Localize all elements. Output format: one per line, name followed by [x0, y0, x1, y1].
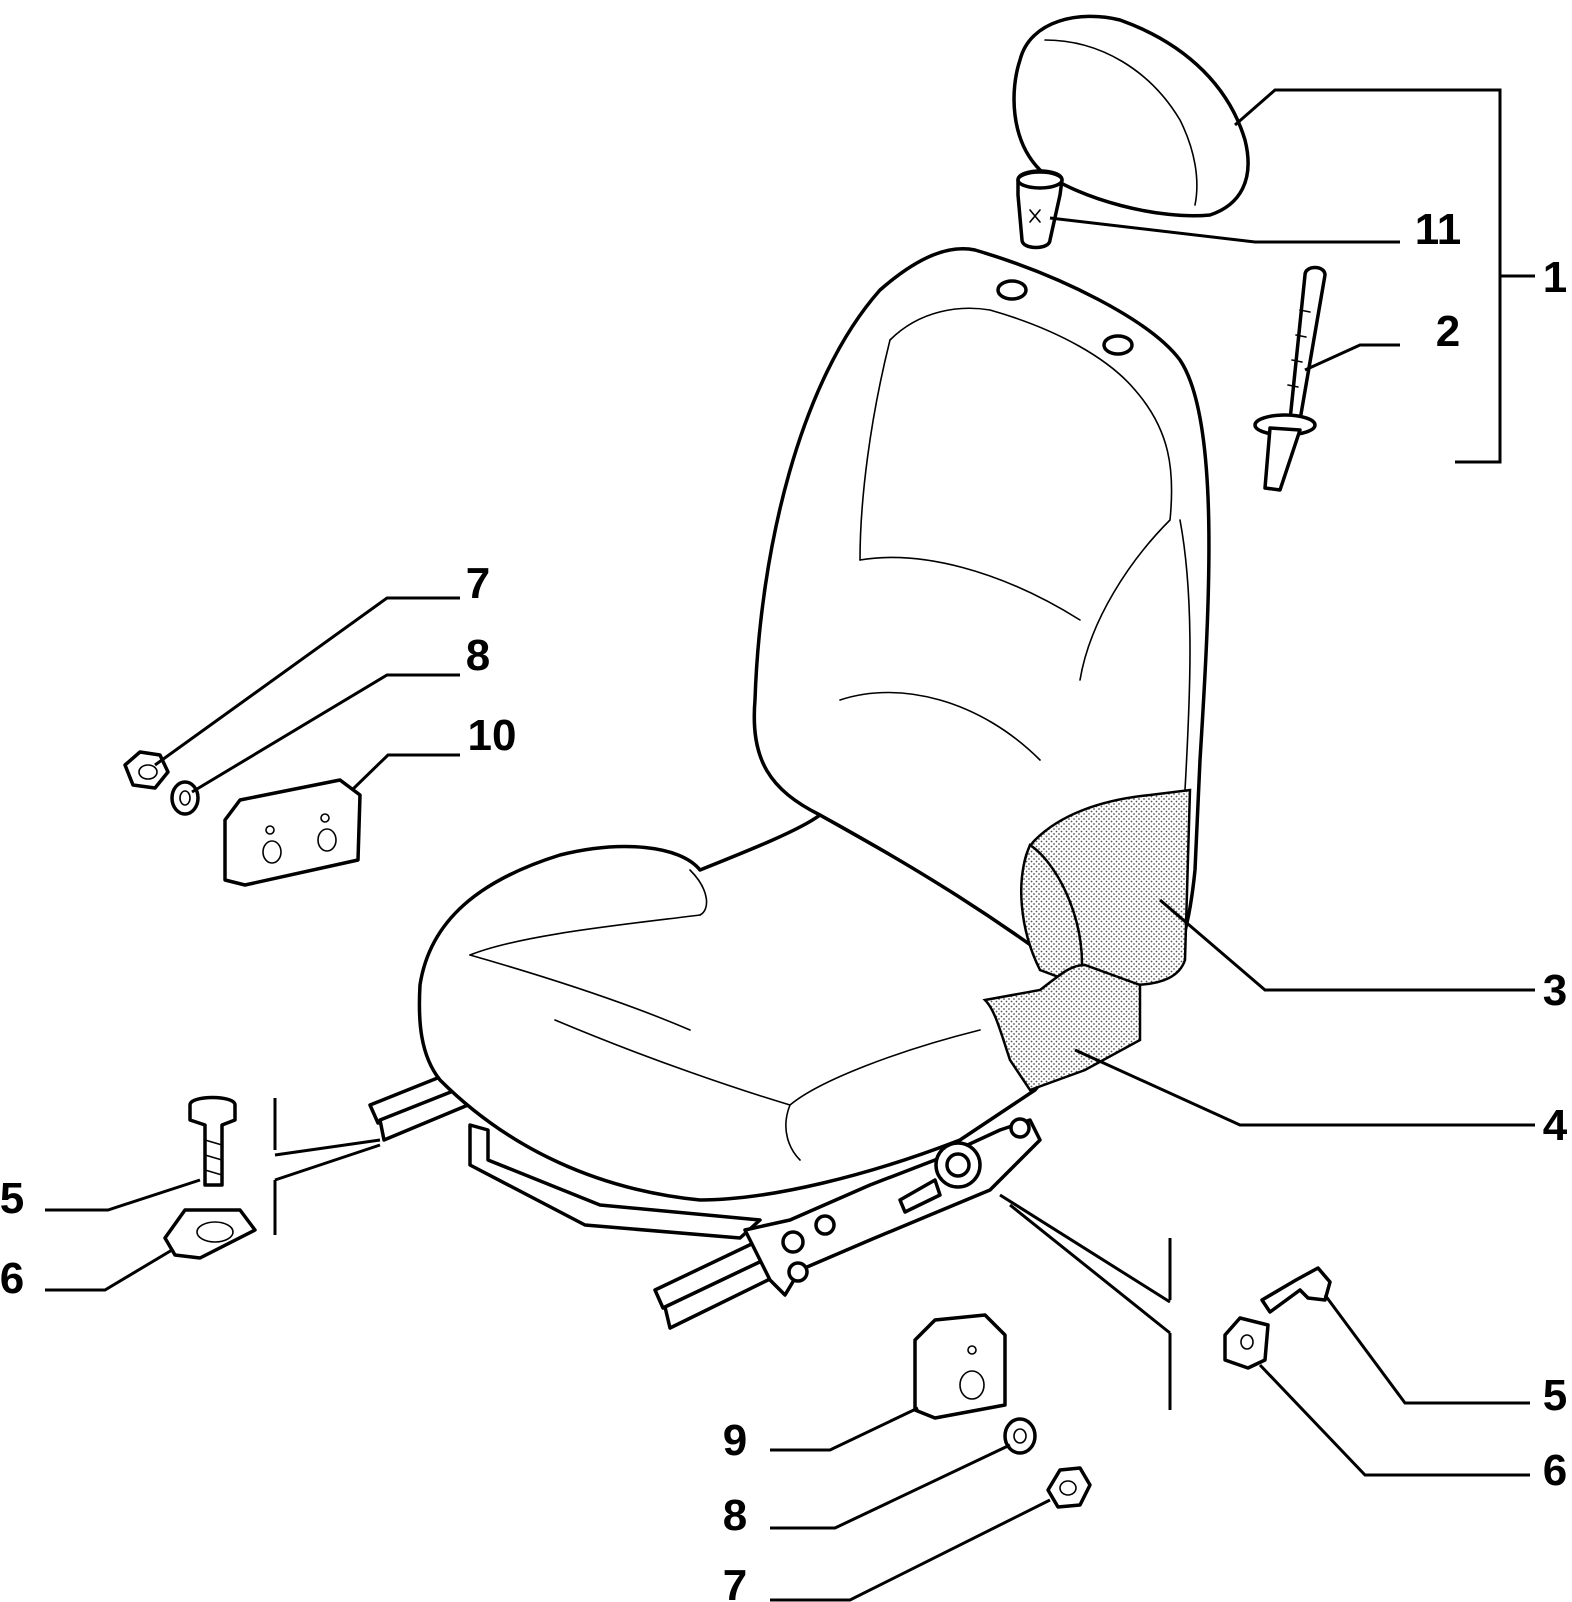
callout-4: 4	[1543, 1101, 1568, 1150]
washer-bottom-shape	[1003, 1417, 1037, 1455]
callout-7-bottom: 7	[723, 1561, 747, 1602]
callout-6-right: 6	[1543, 1446, 1567, 1495]
nut-top-shape	[123, 750, 170, 790]
leader-lines	[45, 88, 1535, 1602]
headrest-shape	[1012, 14, 1250, 218]
callout-3: 3	[1543, 966, 1567, 1015]
callout-9: 9	[723, 1416, 747, 1465]
callout-10: 10	[468, 711, 517, 760]
callout-7-top: 7	[466, 559, 490, 608]
seat-adjuster-mechanism	[743, 1117, 1042, 1297]
washer-top-shape	[170, 780, 200, 816]
callout-5-left: 5	[0, 1174, 24, 1223]
bolt-left-shape	[188, 1095, 237, 1187]
seat-cushion	[417, 813, 1087, 1202]
cushion-side-cover-shape	[982, 963, 1142, 1092]
guide-bushing-shape	[1016, 169, 1064, 250]
square-nut-right-shape	[1223, 1316, 1270, 1370]
callout-6-left: 6	[0, 1254, 24, 1303]
plate-left-shape	[163, 1208, 257, 1260]
callout-8-top: 8	[466, 631, 490, 680]
callout-8-bottom: 8	[723, 1491, 747, 1540]
nut-bottom-shape	[1046, 1466, 1092, 1509]
callout-11: 11	[1415, 205, 1462, 254]
bracket-single-shape	[913, 1313, 1007, 1420]
backrest-side-cover-shape	[1020, 788, 1192, 987]
bracket-double-shape	[223, 778, 362, 887]
callout-1: 1	[1543, 253, 1567, 302]
callout-labels: 1 2 3 4 5 6 7 8 10 11 5 6 9 8 7	[0, 205, 1568, 1602]
bolt-right-shape	[1260, 1266, 1332, 1314]
guide-rod-shape	[1253, 265, 1327, 492]
callout-5-right: 5	[1543, 1371, 1567, 1420]
callout-2: 2	[1436, 307, 1460, 356]
